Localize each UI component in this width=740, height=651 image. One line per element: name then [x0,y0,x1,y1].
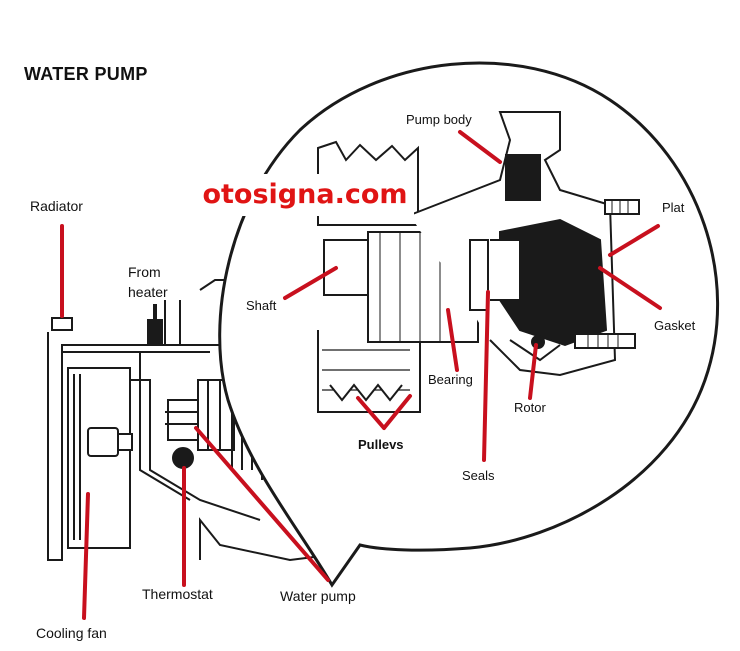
label-shaft: Shaft [246,298,277,313]
pointer-shaft [283,266,338,300]
label-water-pump: Water pump [280,588,356,604]
label-pump-body: Pump body [406,112,472,127]
pointer-lines [60,130,662,620]
pointer-water-pump [194,426,330,582]
pointer-pump-body [458,130,502,164]
pointer-pulleys-a [356,396,386,430]
label-radiator: Radiator [30,198,83,214]
label-plat: Plat [662,200,685,215]
label-seals: Seals [462,468,495,483]
pointer-gasket [598,266,662,310]
pointer-pulleys-b [382,394,412,430]
pointer-bearing [446,308,459,372]
label-gasket: Gasket [654,318,696,333]
label-from-heater: From heater [128,264,168,300]
pointer-cooling-fan [82,492,90,620]
pointer-seals [482,290,490,462]
label-cooling-fan: Cooling fan [36,625,107,641]
label-rotor: Rotor [514,400,546,415]
pointer-rotor [528,343,538,400]
watermark-logo: otosigna.com [196,174,414,216]
label-bearing: Bearing [428,372,473,387]
diagram-title: WATER PUMP [24,64,148,84]
label-thermostat: Thermostat [142,586,213,602]
pointer-plat [608,224,660,257]
label-pulleys: Pullevs [358,437,404,452]
